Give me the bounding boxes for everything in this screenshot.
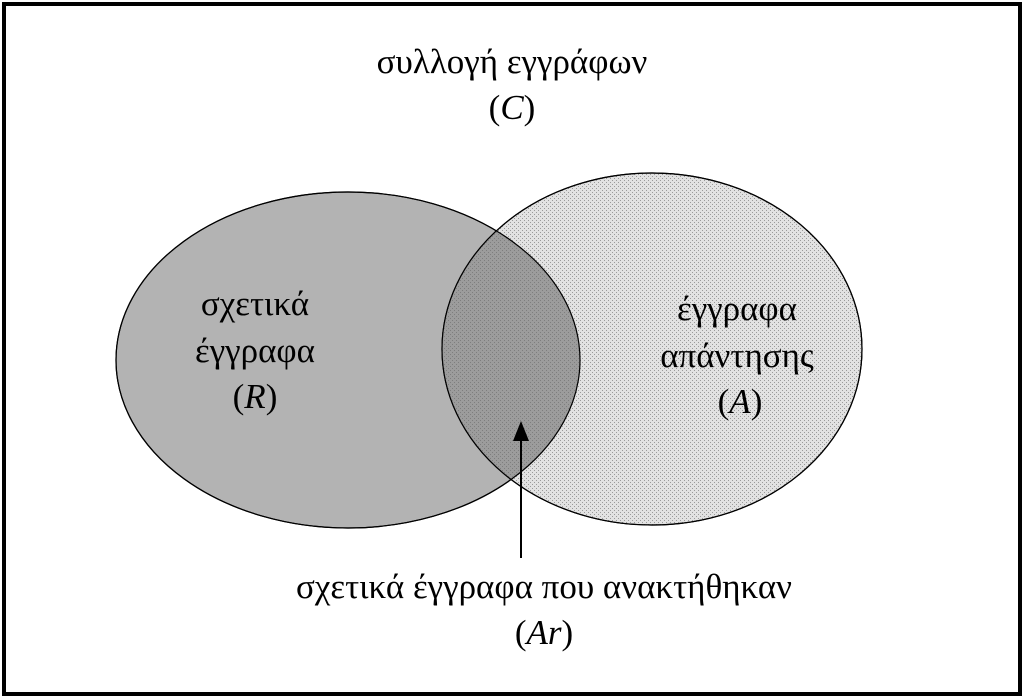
relevant-label-line2: έγγραφα bbox=[195, 331, 315, 370]
intersection-symbol-letters: Ar bbox=[525, 613, 562, 652]
relevant-symbol-letter: R bbox=[243, 377, 265, 416]
answer-symbol: (A) bbox=[718, 382, 763, 421]
intersection-label: σχετικά έγγραφα που ανακτήθηκαν bbox=[296, 567, 792, 606]
answer-label-line1: έγγραφα bbox=[677, 289, 797, 328]
answer-ellipse-outline bbox=[441, 172, 863, 526]
relevant-ellipse-outline bbox=[115, 191, 581, 529]
relevant-label-line1: σχετικά bbox=[201, 284, 309, 323]
collection-label: συλλογή εγγράφων bbox=[377, 42, 648, 81]
collection-symbol-letter: C bbox=[500, 88, 524, 127]
intersection-arrow-head bbox=[513, 421, 529, 441]
answer-label-line2: απάντησης bbox=[660, 336, 814, 375]
answer-symbol-letter: A bbox=[727, 382, 751, 421]
collection-symbol: (C) bbox=[489, 88, 536, 127]
intersection-symbol: (Ar) bbox=[515, 613, 573, 652]
relevant-symbol: (R) bbox=[233, 377, 278, 416]
